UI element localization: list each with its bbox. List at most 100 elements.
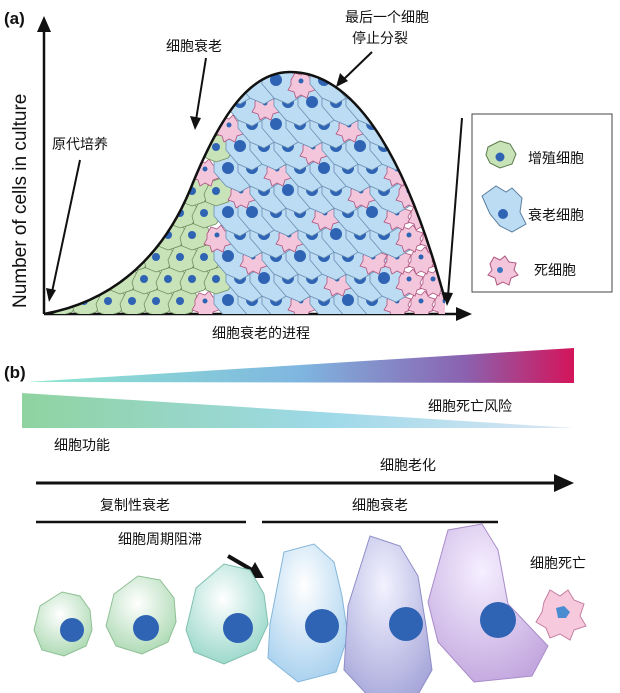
legend-dead-cell-icon	[487, 255, 519, 286]
proliferating-cell	[155, 89, 187, 119]
cell-death-label: 细胞死亡	[530, 556, 586, 572]
senescence-b-label: 细胞衰老	[352, 497, 408, 514]
proliferating-cell	[107, 89, 139, 119]
death-risk-wedge	[26, 348, 574, 383]
proliferating-cell	[131, 177, 163, 207]
proliferating-cell	[47, 243, 79, 273]
proliferating-cell	[59, 89, 91, 119]
proliferating-cell	[107, 133, 139, 163]
dead-cell	[431, 72, 445, 99]
proliferating-cell	[95, 72, 127, 97]
dead-cell	[395, 92, 424, 121]
senescent-cell	[357, 72, 399, 105]
dead-cell	[407, 158, 436, 187]
dead-cell	[371, 92, 400, 121]
proliferating-cell	[143, 111, 175, 141]
y-axis-label: Number of cells in culture	[10, 94, 31, 308]
proliferating-cell	[95, 111, 127, 141]
dead-cell	[443, 224, 445, 253]
proliferating-cell	[47, 72, 79, 97]
dead-cell	[443, 92, 445, 121]
proliferating-cell	[83, 177, 115, 207]
proliferating-cell	[59, 265, 91, 295]
cell-function-label: 细胞功能	[54, 438, 110, 454]
dead-cell	[407, 246, 436, 275]
proliferating-cell	[179, 89, 211, 119]
dead-cell	[395, 224, 424, 253]
proliferating-cell	[191, 72, 223, 97]
dead-cell	[395, 268, 424, 297]
cell-cycle-arrest-label: 细胞周期阻滞	[118, 532, 202, 548]
proliferating-cell	[107, 221, 139, 251]
panel-a-tag: (a)	[4, 9, 25, 28]
dead-cell	[419, 136, 445, 165]
senescent-cell-3	[427, 523, 549, 683]
proliferating-cell	[47, 155, 79, 185]
cell-progression	[33, 523, 587, 693]
dead-cell	[431, 158, 445, 187]
proliferating-cell	[179, 133, 211, 163]
proliferating-cell	[131, 133, 163, 163]
proliferating-cell	[71, 199, 103, 229]
proliferating-cell	[119, 155, 151, 185]
proliferating-cell	[83, 221, 115, 251]
senescent-cell-1	[267, 543, 349, 683]
death-risk-label: 细胞死亡风险	[428, 399, 512, 415]
young-cell-1	[33, 591, 93, 657]
proliferating-cell	[143, 72, 175, 97]
young-cell-2	[105, 575, 177, 655]
dead-cell	[407, 114, 436, 143]
legend-label-proliferating: 增殖细胞	[528, 150, 584, 167]
senescence-label: 细胞衰老	[166, 38, 222, 55]
dead-cell	[431, 114, 445, 143]
proliferating-cell	[167, 111, 199, 141]
proliferating-cell	[107, 177, 139, 207]
cell-aging-label: 细胞老化	[380, 458, 436, 474]
arrested-cell	[185, 563, 269, 665]
legend-label-senescent: 衰老细胞	[528, 207, 584, 224]
legend: 增殖细胞 衰老细胞 死细胞	[471, 113, 613, 293]
cell-population	[47, 72, 445, 314]
dead-cell	[443, 136, 445, 165]
growth-curve	[43, 70, 447, 316]
legend-label-dead: 死细胞	[534, 263, 576, 279]
dead-cell	[203, 224, 232, 253]
dead-cell	[191, 290, 220, 314]
proliferating-cell	[155, 177, 187, 207]
proliferating-cell	[95, 199, 127, 229]
proliferating-cell	[119, 72, 151, 97]
dead-cell	[419, 92, 445, 121]
proliferating-cell	[95, 243, 127, 273]
legend-senescent-cell-icon	[481, 185, 527, 233]
last-cell-label-1: 最后一个细胞	[345, 10, 429, 26]
x-axis-label: 细胞衰老的进程	[212, 325, 310, 342]
dead-cell	[407, 72, 436, 99]
proliferating-cell	[71, 243, 103, 273]
primary-culture-label: 原代培养	[52, 137, 108, 153]
annotation-arrows	[46, 51, 463, 306]
dead-cell	[383, 114, 412, 143]
dead-cell	[535, 589, 587, 641]
proliferating-cell	[143, 155, 175, 185]
dead-cell	[395, 136, 424, 165]
aging-arrow	[36, 474, 574, 492]
last-cell-label-2: 停止分裂	[352, 30, 408, 47]
proliferating-cell	[119, 111, 151, 141]
proliferating-cell	[131, 89, 163, 119]
proliferating-cell	[143, 199, 175, 229]
proliferating-cell	[83, 89, 115, 119]
proliferating-cell	[167, 72, 199, 97]
proliferating-cell	[71, 72, 103, 97]
senescent-cell-2	[343, 535, 433, 693]
proliferating-cell	[95, 155, 127, 185]
senescent-cell	[213, 72, 255, 105]
proliferating-cell	[47, 111, 79, 141]
dead-cell	[407, 290, 436, 314]
dead-cell	[383, 72, 412, 99]
dead-cell	[419, 180, 445, 209]
proliferating-cell	[119, 199, 151, 229]
proliferating-cell	[71, 111, 103, 141]
proliferating-cell	[47, 199, 79, 229]
panel-b-tag: (b)	[4, 363, 26, 382]
